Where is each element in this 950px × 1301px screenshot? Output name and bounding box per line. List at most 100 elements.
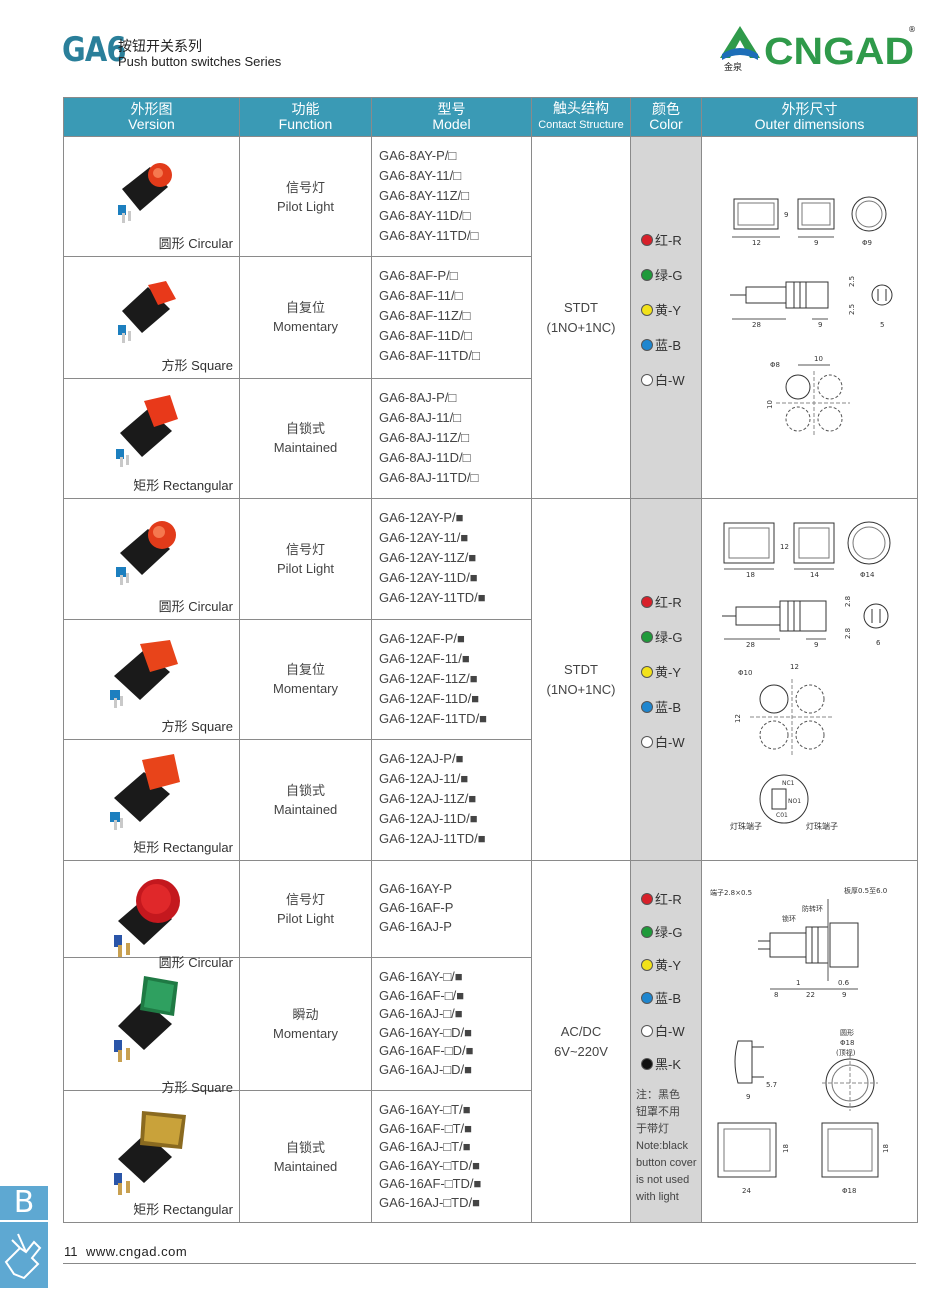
button-square-image bbox=[118, 281, 176, 344]
color-option: 黄-Y bbox=[641, 955, 701, 974]
version-cell: 方形 Square bbox=[63, 957, 240, 1095]
svg-text:18: 18 bbox=[882, 1144, 890, 1153]
color-option: 白-W bbox=[641, 1021, 701, 1040]
svg-text:NC1: NC1 bbox=[782, 780, 795, 787]
website-link[interactable]: www.cngad.com bbox=[86, 1244, 188, 1259]
color-swatch bbox=[641, 303, 653, 316]
svg-text:9: 9 bbox=[784, 211, 788, 219]
model-list: GA6-8AF-P/□GA6-8AF-11/□GA6-8AF-11Z/□GA6-… bbox=[371, 256, 532, 379]
svg-text:6: 6 bbox=[876, 639, 881, 647]
color-swatch bbox=[641, 630, 653, 643]
button-circular-image bbox=[116, 521, 176, 585]
color-option: 蓝-B bbox=[641, 988, 701, 1007]
color-swatch bbox=[641, 1057, 653, 1070]
model-list: GA6-8AJ-P/□GA6-8AJ-11/□GA6-8AJ-11Z/□GA6-… bbox=[371, 377, 532, 500]
color-swatch bbox=[641, 700, 653, 713]
version-cell: 矩形 Rectangular bbox=[63, 377, 240, 500]
version-cell: 圆形 Circular bbox=[63, 498, 240, 620]
version-cell: 方形 Square bbox=[63, 256, 240, 379]
svg-text:®: ® bbox=[908, 25, 916, 34]
color-swatch bbox=[641, 233, 653, 246]
svg-text:10: 10 bbox=[766, 400, 774, 409]
color-label: 黄-Y bbox=[655, 665, 682, 680]
color-option: 黄-Y bbox=[641, 662, 701, 681]
footer-divider bbox=[63, 1263, 916, 1264]
contact-cell: STDT(1NO+1NC) bbox=[531, 498, 631, 861]
svg-text:0.6: 0.6 bbox=[838, 979, 850, 987]
hand-icon bbox=[0, 1222, 48, 1288]
button-square-image bbox=[110, 640, 178, 708]
page-number: 11 bbox=[64, 1244, 78, 1259]
color-swatch bbox=[641, 735, 653, 748]
svg-text:28: 28 bbox=[752, 321, 761, 329]
color-swatch bbox=[641, 338, 653, 351]
model-list: GA6-8AY-P/□GA6-8AY-11/□GA6-8AY-11Z/□GA6-… bbox=[371, 135, 532, 258]
version-cell: 矩形 Rectangular bbox=[63, 1090, 240, 1223]
button-circular-image bbox=[114, 879, 180, 957]
color-swatch bbox=[641, 373, 653, 386]
svg-text:防转环: 防转环 bbox=[802, 904, 823, 913]
color-swatch bbox=[641, 991, 653, 1004]
version-label: 矩形 Rectangular bbox=[133, 1202, 233, 1217]
color-swatch bbox=[641, 268, 653, 281]
color-label: 黄-Y bbox=[655, 958, 682, 973]
color-option: 蓝-B bbox=[641, 335, 701, 354]
button-square-image bbox=[114, 976, 178, 1063]
color-swatch bbox=[641, 925, 653, 938]
svg-text:12: 12 bbox=[734, 714, 742, 723]
svg-text:Φ10: Φ10 bbox=[738, 669, 752, 677]
series-title-cn: 按钮开关系列 bbox=[118, 38, 202, 54]
svg-text:9: 9 bbox=[842, 991, 846, 999]
svg-text:C01: C01 bbox=[776, 812, 788, 819]
version-cell: 圆形 Circular bbox=[63, 859, 240, 970]
color-swatch bbox=[641, 892, 653, 905]
svg-text:9: 9 bbox=[818, 321, 822, 329]
color-label: 黄-Y bbox=[655, 303, 682, 318]
brand-text: CNGAD bbox=[764, 31, 914, 73]
contact-cell: STDT(1NO+1NC) bbox=[531, 136, 631, 499]
color-option: 绿-G bbox=[641, 627, 701, 646]
version-label: 方形 Square bbox=[161, 718, 233, 734]
color-swatch bbox=[641, 958, 653, 971]
svg-text:28: 28 bbox=[746, 641, 755, 649]
version-label: 矩形 Rectangular bbox=[133, 840, 233, 855]
dimension-drawing: 端子2.8×0.5 板厚0.5至6.0 防转环 锁环 1 0.6 8 22 9 bbox=[701, 860, 918, 1223]
version-label: 圆形 Circular bbox=[158, 599, 233, 614]
version-label: 圆形 Circular bbox=[158, 236, 233, 252]
svg-text:NO1: NO1 bbox=[788, 798, 801, 805]
svg-text:12: 12 bbox=[752, 239, 761, 247]
color-label: 红-R bbox=[655, 892, 682, 907]
color-option: 白-W bbox=[641, 732, 701, 751]
color-label: 绿-G bbox=[655, 268, 683, 283]
svg-text:灯珠端子: 灯珠端子 bbox=[730, 821, 762, 831]
color-label: 蓝-B bbox=[655, 700, 682, 715]
svg-text:板厚0.5至6.0: 板厚0.5至6.0 bbox=[844, 886, 887, 895]
svg-text:1: 1 bbox=[796, 979, 800, 987]
model-list: GA6-12AY-P/■GA6-12AY-11/■GA6-12AY-11Z/■G… bbox=[371, 498, 532, 620]
svg-text:Φ18: Φ18 bbox=[840, 1039, 854, 1047]
version-cell: 圆形 Circular bbox=[63, 135, 240, 258]
svg-text:12: 12 bbox=[790, 663, 799, 671]
svg-text:5.7: 5.7 bbox=[766, 1081, 777, 1089]
model-list: GA6-12AF-P/■GA6-12AF-11/■GA6-12AF-11Z/■G… bbox=[371, 619, 532, 740]
